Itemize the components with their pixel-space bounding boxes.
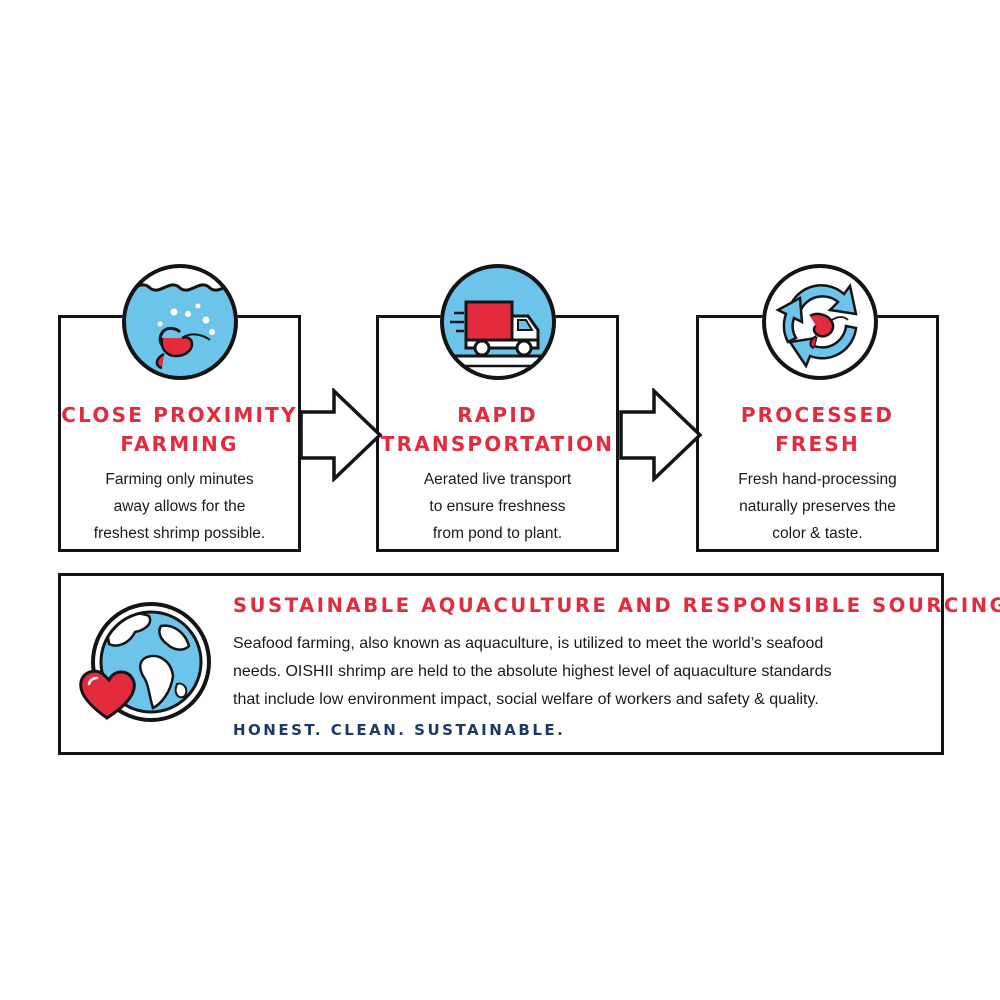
step-description: Aerated live transport to ensure freshne…: [423, 471, 572, 542]
step-description: Farming only minutes away allows for the…: [93, 471, 266, 542]
step-title: PROCESSED FRESH: [740, 403, 895, 456]
sustainability-description: Seafood farming, also known as aquacultu…: [233, 635, 832, 708]
delivery-truck-icon: [440, 264, 556, 380]
sustainability-panel: SUSTAINABLE AQUACULTURE AND RESPONSIBLE …: [58, 573, 1000, 755]
arrow-right-icon: [619, 388, 703, 482]
step-card-processing: PROCESSED FRESH Fresh hand-processing na…: [696, 315, 939, 552]
tagline: HONEST. CLEAN. SUSTAINABLE.: [233, 721, 566, 739]
shrimp-in-water-icon: [122, 264, 238, 380]
globe-heart-icon: [79, 602, 211, 722]
recycle-shrimp-icon: [762, 264, 878, 380]
step-title: RAPID TRANSPORTATION: [380, 403, 615, 456]
step-title: CLOSE PROXIMITY FARMING: [61, 403, 298, 456]
sustainability-title: SUSTAINABLE AQUACULTURE AND RESPONSIBLE …: [233, 594, 1000, 617]
arrow-right-icon: [299, 388, 383, 482]
step-description: Fresh hand-processing naturally preserve…: [738, 471, 897, 542]
